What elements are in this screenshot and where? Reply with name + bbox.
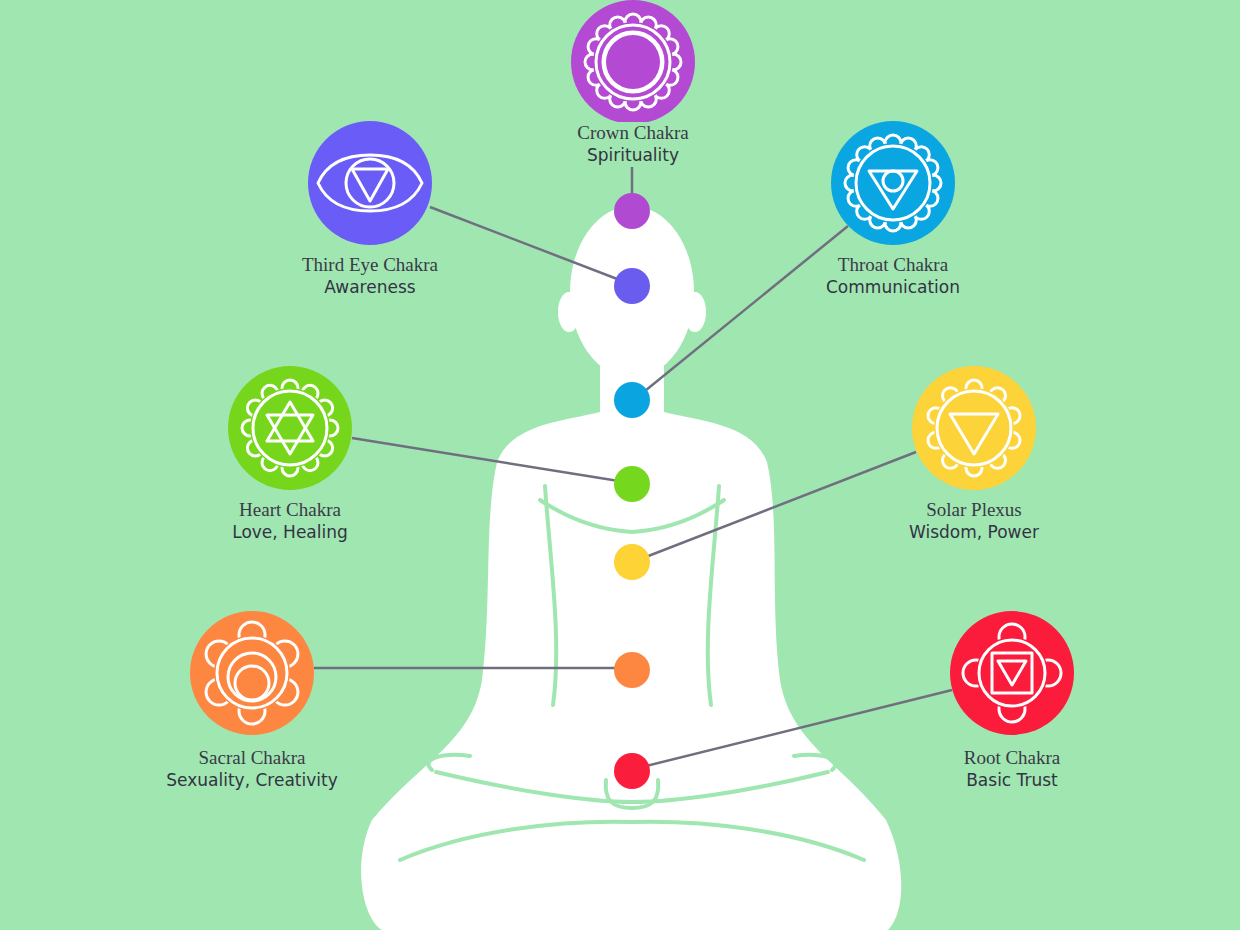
chakra-dot	[614, 652, 650, 688]
symbol-stroke	[606, 35, 660, 89]
chakra-icon	[228, 366, 352, 490]
ear	[684, 292, 706, 332]
chakra-name: Third Eye Chakra	[299, 254, 441, 276]
chest-contour	[540, 500, 724, 532]
chakra-caption: Throat ChakraCommunication	[733, 254, 1053, 299]
chakra-meaning: Basic Trust	[963, 769, 1061, 792]
petal-ring	[596, 25, 670, 99]
chakra-caption: Third Eye ChakraAwareness	[210, 254, 530, 299]
chakra-node: Solar PlexusWisdom, Power	[912, 366, 1036, 490]
chakra-icon	[190, 611, 314, 735]
symbol-stroke	[228, 653, 276, 701]
symbol-stroke	[992, 653, 1032, 693]
symbol-stroke	[267, 402, 313, 441]
leader-line	[430, 207, 625, 282]
chakra-name: Throat Chakra	[835, 254, 951, 276]
chakra-name: Solar Plexus	[923, 499, 1025, 521]
petal-ring	[217, 638, 287, 708]
chakra-meaning: Communication	[823, 276, 963, 299]
torso	[361, 355, 901, 930]
foot-contour	[400, 822, 864, 860]
icon-circle	[571, 0, 695, 124]
chakra-dot	[614, 466, 650, 502]
chakra-meaning: Spirituality	[584, 144, 682, 167]
chakra-symbol	[928, 380, 1020, 476]
arm-contour	[708, 486, 719, 705]
chakra-symbol	[585, 14, 681, 110]
petal-ring	[856, 146, 930, 220]
symbol-stroke	[267, 415, 313, 454]
chakra-dot	[614, 753, 650, 789]
chakra-caption: Crown ChakraSpirituality	[473, 122, 793, 167]
chakra-symbol	[318, 155, 422, 211]
petal-mask	[853, 143, 933, 223]
hand	[794, 755, 836, 770]
leader-line	[638, 690, 952, 768]
chakra-icon	[950, 611, 1074, 735]
symbol-stroke	[883, 171, 903, 191]
chakra-node: Heart ChakraLove, Healing	[228, 366, 352, 490]
icon-circle	[228, 366, 352, 490]
chakra-icon	[831, 121, 955, 245]
chakra-name: Heart Chakra	[236, 499, 344, 521]
chakra-dot	[614, 268, 650, 304]
icon-circle	[308, 121, 432, 245]
leader-line	[314, 667, 625, 670]
icon-circle	[950, 611, 1074, 735]
symbol-stroke	[998, 661, 1026, 685]
symbol-stroke	[950, 414, 998, 454]
chakra-symbol	[206, 622, 298, 724]
symbol-stroke	[603, 32, 663, 92]
chakra-name: Sacral Chakra	[195, 747, 308, 769]
petal-mask	[934, 388, 1014, 468]
petal-mask	[214, 635, 290, 711]
symbol-stroke	[235, 666, 269, 700]
icon-circle	[912, 366, 1036, 490]
chakra-meaning: Love, Healing	[229, 521, 351, 544]
petal-ring	[979, 640, 1045, 706]
chakra-name: Crown Chakra	[574, 122, 691, 144]
icon-circle	[831, 121, 955, 245]
chakra-meaning: Sexuality, Creativity	[163, 769, 340, 792]
leader-line	[352, 438, 625, 482]
chakra-node: Sacral ChakraSexuality, Creativity	[190, 611, 314, 735]
petal-mask	[593, 22, 673, 102]
chakra-symbol	[242, 380, 338, 476]
symbol-stroke	[318, 155, 422, 211]
chakra-dot	[614, 193, 650, 229]
chakra-symbol	[963, 624, 1061, 722]
petal-ring	[937, 391, 1011, 465]
leader-line	[638, 452, 916, 560]
chakra-caption: Root ChakraBasic Trust	[852, 747, 1172, 792]
chakra-node: Crown ChakraSpirituality	[571, 0, 695, 124]
chakra-node: Throat ChakraCommunication	[831, 121, 955, 245]
chakra-dot	[614, 544, 650, 580]
ear	[558, 292, 580, 332]
petal-mask	[976, 637, 1048, 709]
chakra-icon	[912, 366, 1036, 490]
chakra-dot	[614, 382, 650, 418]
leader-line	[640, 226, 848, 395]
head	[570, 206, 694, 378]
chakra-symbol	[845, 135, 941, 231]
petal-ring	[253, 391, 327, 465]
icon-circle	[190, 611, 314, 735]
arm-contour	[545, 486, 556, 705]
chakra-icon	[571, 0, 695, 124]
chakra-node: Root ChakraBasic Trust	[950, 611, 1074, 735]
symbol-stroke	[346, 159, 394, 207]
chakra-caption: Solar PlexusWisdom, Power	[814, 499, 1134, 544]
symbol-stroke	[352, 169, 388, 201]
hand	[428, 755, 470, 770]
petal-mask	[250, 388, 330, 468]
symbol-stroke	[869, 171, 917, 209]
chakra-caption: Sacral ChakraSexuality, Creativity	[92, 747, 412, 792]
chakra-icon	[308, 121, 432, 245]
chakra-meaning: Awareness	[321, 276, 418, 299]
chakra-caption: Heart ChakraLove, Healing	[130, 499, 450, 544]
chakra-node: Third Eye ChakraAwareness	[308, 121, 432, 245]
chakra-meaning: Wisdom, Power	[906, 521, 1042, 544]
chakra-name: Root Chakra	[961, 747, 1064, 769]
